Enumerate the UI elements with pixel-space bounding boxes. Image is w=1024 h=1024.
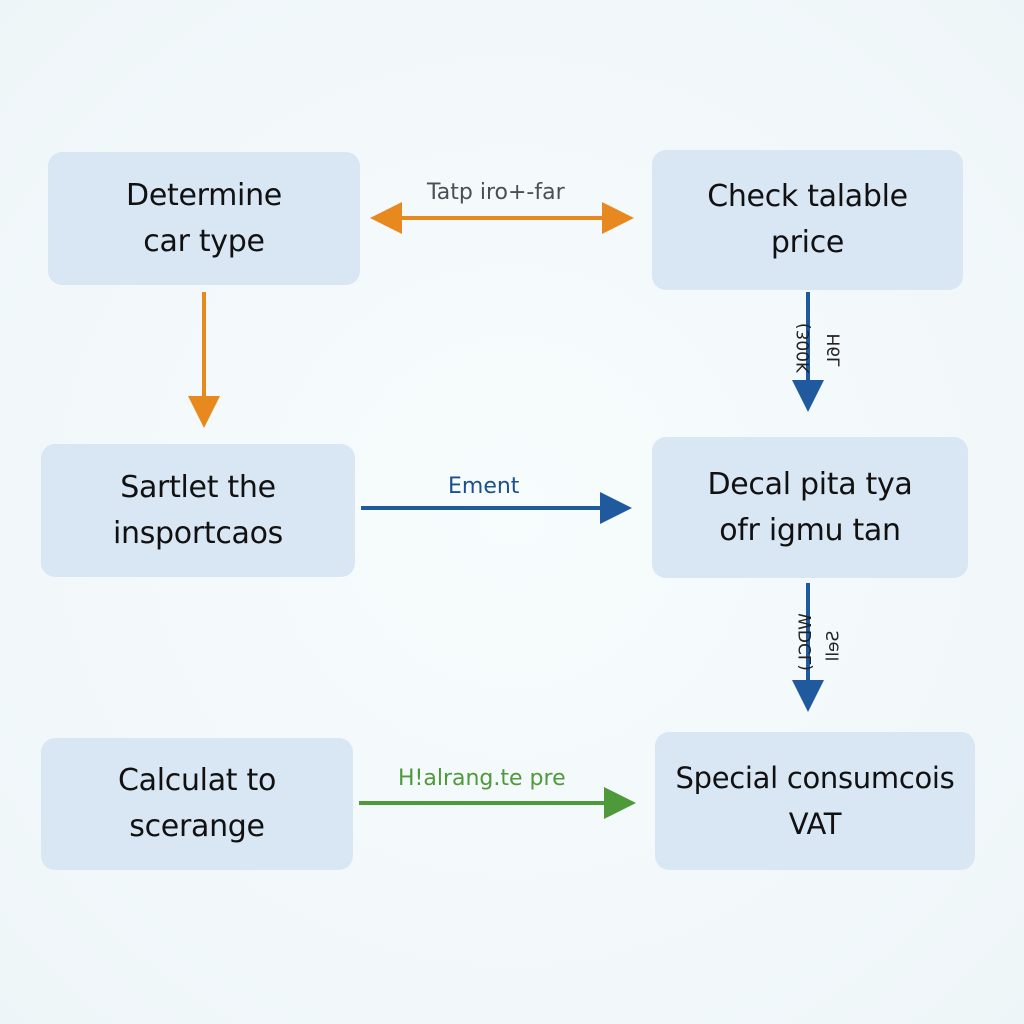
node-label-line2: price bbox=[770, 225, 845, 260]
node-label-line2: VAT bbox=[788, 807, 842, 841]
edge-label-n4-n6-right: Sell bbox=[823, 630, 844, 662]
node-decal: Decal pita tya ofr igmu tan bbox=[652, 437, 968, 578]
node-check-price: Check talable price bbox=[652, 150, 963, 290]
node-label-line1: Sartlet the bbox=[120, 469, 276, 505]
node-label-line1: Calculat to bbox=[117, 763, 276, 798]
node-sartlet: Sartlet the insportcaos bbox=[41, 444, 355, 577]
node-label-line1: Decal pita tya bbox=[707, 466, 913, 502]
node-determine-car-type: Determine car type bbox=[48, 152, 360, 285]
edge-label-n4-n6-left: WDCL) bbox=[795, 613, 816, 671]
node-calculate: Calculat to scerange bbox=[41, 738, 353, 870]
node-label-line1: Special consumcois bbox=[675, 761, 955, 795]
node-label-line1: Determine bbox=[126, 177, 282, 213]
node-label-line2: insportcaos bbox=[112, 515, 284, 551]
edge-label-n2-n4-right: H6L bbox=[824, 333, 845, 367]
node-label-line2: car type bbox=[143, 223, 265, 259]
edge-label-n1-n2: Tatp iro+-far bbox=[427, 180, 565, 205]
edge-label-n5-n6: H!alrang.te pre bbox=[398, 766, 566, 791]
node-label-line1: Check talable bbox=[707, 179, 908, 214]
edge-label-n2-n4-left: (300K bbox=[794, 322, 815, 374]
node-label-line2: ofr igmu tan bbox=[719, 512, 901, 548]
edge-label-n3-n4: Ement bbox=[448, 474, 520, 499]
node-label-line2: scerange bbox=[129, 809, 265, 844]
